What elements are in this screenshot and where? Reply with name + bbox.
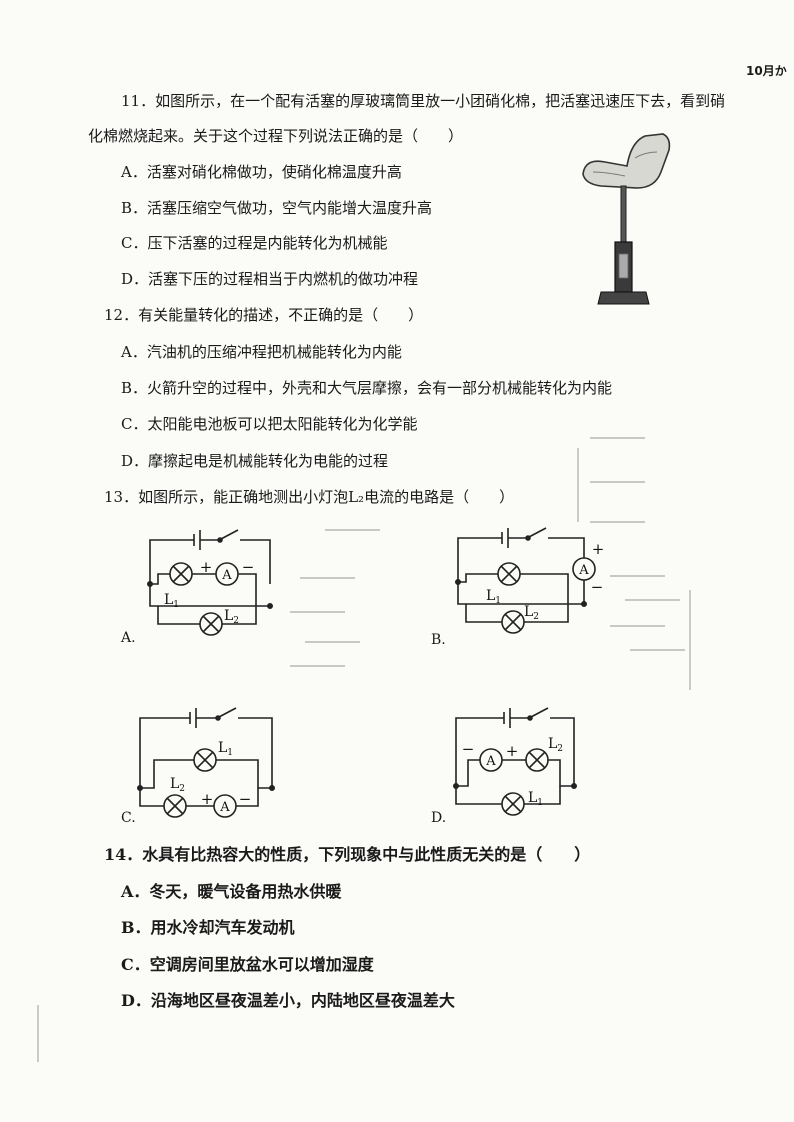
circuit-b-ammeter-symbol: A xyxy=(578,563,589,578)
circuit-c-ammeter-symbol: A xyxy=(219,800,230,815)
circuit-a[interactable]: A + − L1 L2 xyxy=(140,522,280,637)
circuit-b[interactable]: A + − L1 L2 xyxy=(450,520,610,638)
circuit-c-plus-symbol: + xyxy=(201,790,214,808)
circuit-d-plus-symbol: + xyxy=(506,742,519,760)
q12-option-b[interactable]: B．火箭升空的过程中，外壳和大气层摩擦，会有一部分机械能转化为内能 xyxy=(121,379,613,397)
q14-option-c[interactable]: C．空调房间里放盆水可以增加湿度 xyxy=(121,955,374,974)
circuit-a-minus-symbol: − xyxy=(242,558,255,576)
circuit-d-label: D. xyxy=(431,810,447,826)
q12-option-a[interactable]: A．汽油机的压缩冲程把机械能转化为内能 xyxy=(121,343,402,361)
q12-option-d[interactable]: D．摩擦起电是机械能转化为电能的过程 xyxy=(121,452,389,470)
circuit-d-minus-symbol: − xyxy=(462,740,475,758)
q12-option-c[interactable]: C．太阳能电池板可以把太阳能转化为化学能 xyxy=(121,415,418,433)
circuit-a-lamp1-label: L1 xyxy=(164,592,179,610)
q14-option-b[interactable]: B．用水冷却汽车发动机 xyxy=(121,918,295,937)
q11-option-d[interactable]: D．活塞下压的过程相当于内燃机的做功冲程 xyxy=(121,270,419,288)
circuit-c-label: C. xyxy=(121,810,136,826)
circuit-a-plus-symbol: + xyxy=(200,558,213,576)
page-corner-text: 10月か xyxy=(746,64,787,78)
glass-cylinder-piston-figure xyxy=(582,133,671,305)
q14-option-a[interactable]: A．冬天，暖气设备用热水供暖 xyxy=(121,882,342,901)
circuit-a-lamp2-label: L2 xyxy=(224,608,239,626)
q11-option-b[interactable]: B．活塞压缩空气做功，空气内能增大温度升高 xyxy=(121,199,433,217)
q11-stem-line1: 11．如图所示，在一个配有活塞的厚玻璃筒里放一小团硝化棉，把活塞迅速压下去，看到… xyxy=(121,92,726,110)
circuit-c-lamp1-label: L1 xyxy=(218,740,233,758)
circuit-b-label: B. xyxy=(431,632,446,648)
circuit-c-minus-symbol: − xyxy=(239,790,252,808)
circuit-d[interactable]: A − + L2 L1 xyxy=(450,706,590,820)
circuit-c[interactable]: A + − L1 L2 xyxy=(134,707,284,820)
circuit-a-ammeter-symbol: A xyxy=(221,568,232,583)
q11-stem-line2: 化棉燃烧起来。关于这个过程下列说法正确的是（ ） xyxy=(88,127,464,145)
q14-stem: 14．水具有比热容大的性质，下列现象中与此性质无关的是（ ） xyxy=(104,845,591,864)
q12-stem: 12．有关能量转化的描述，不正确的是（ ） xyxy=(104,306,424,324)
q14-option-d[interactable]: D．沿海地区昼夜温差小，内陆地区昼夜温差大 xyxy=(121,991,455,1010)
circuit-c-lamp2-label: L2 xyxy=(170,776,185,794)
circuit-d-lamp2-label: L2 xyxy=(548,736,563,754)
q13-stem: 13．如图所示，能正确地测出小灯泡L₂电流的电路是（ ） xyxy=(104,488,515,506)
circuit-b-plus-symbol: + xyxy=(592,540,605,558)
circuit-d-lamp1-label: L1 xyxy=(528,790,543,808)
circuit-a-label: A. xyxy=(121,630,136,646)
circuit-d-ammeter-symbol: A xyxy=(485,754,496,769)
circuit-b-lamp2-label: L2 xyxy=(524,604,539,622)
circuit-b-minus-symbol: − xyxy=(591,578,604,596)
q11-option-a[interactable]: A．活塞对硝化棉做功，使硝化棉温度升高 xyxy=(121,163,402,181)
q11-option-c[interactable]: C．压下活塞的过程是内能转化为机械能 xyxy=(121,234,388,252)
circuit-b-lamp1-label: L1 xyxy=(486,588,501,606)
